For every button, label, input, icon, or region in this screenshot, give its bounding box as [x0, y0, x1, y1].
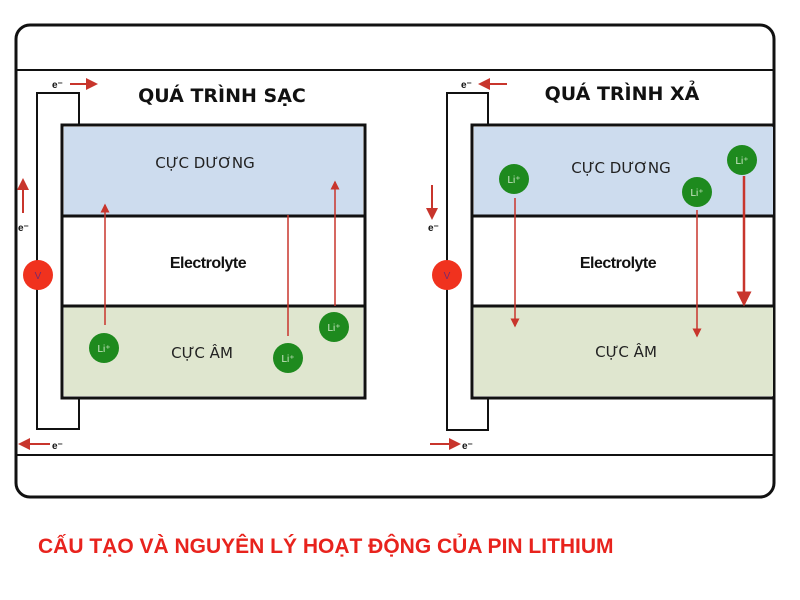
panel-title: QUÁ TRÌNH SẠC [138, 84, 306, 107]
electron-label: e⁻ [461, 80, 472, 91]
panel-title: QUÁ TRÌNH XẢ [545, 80, 700, 105]
lithium-ion: Li⁺ [319, 312, 349, 342]
lithium-ion: Li⁺ [499, 164, 529, 194]
positive-electrode-layer [64, 127, 363, 216]
diagram-caption: CẤU TẠO VÀ NGUYÊN LÝ HOẠT ĐỘNG CỦA PIN L… [38, 535, 614, 558]
negative-electrode-label: CỰC ÂM [595, 342, 657, 361]
negative-electrode-label: CỰC ÂM [171, 343, 233, 362]
negative-electrode-layer [474, 307, 773, 396]
voltmeter-icon [432, 260, 462, 290]
lithium-ion: Li⁺ [273, 343, 303, 373]
electrolyte-label: Electrolyte [580, 255, 657, 272]
svg-text:Li⁺: Li⁺ [690, 188, 703, 199]
discharging-panel: QUÁ TRÌNH XẢ CỰC DƯƠNG Electrolyte CỰC Â… [426, 78, 776, 452]
svg-text:e⁻: e⁻ [428, 223, 439, 234]
svg-text:e⁻: e⁻ [462, 441, 473, 452]
svg-text:V: V [444, 271, 451, 282]
svg-text:Li⁺: Li⁺ [97, 344, 110, 355]
electrolyte-label: Electrolyte [170, 255, 247, 272]
charging-panel: QUÁ TRÌNH SẠC CỰC DƯƠNG Electrolyte CỰC … [17, 78, 367, 452]
electron-label: e⁻ [52, 80, 63, 91]
svg-text:e⁻: e⁻ [52, 441, 63, 452]
positive-electrode-label: CỰC DƯƠNG [571, 159, 671, 177]
lithium-ion: Li⁺ [727, 145, 757, 175]
positive-electrode-label: CỰC DƯƠNG [155, 154, 255, 172]
lithium-ion: Li⁺ [89, 333, 119, 363]
svg-text:Li⁺: Li⁺ [281, 354, 294, 365]
svg-text:Li⁺: Li⁺ [327, 323, 340, 334]
lithium-ion: Li⁺ [682, 177, 712, 207]
svg-text:e⁻: e⁻ [18, 223, 29, 234]
svg-text:Li⁺: Li⁺ [507, 175, 520, 186]
voltmeter-icon [23, 260, 53, 290]
svg-text:V: V [35, 271, 42, 282]
svg-text:Li⁺: Li⁺ [735, 156, 748, 167]
